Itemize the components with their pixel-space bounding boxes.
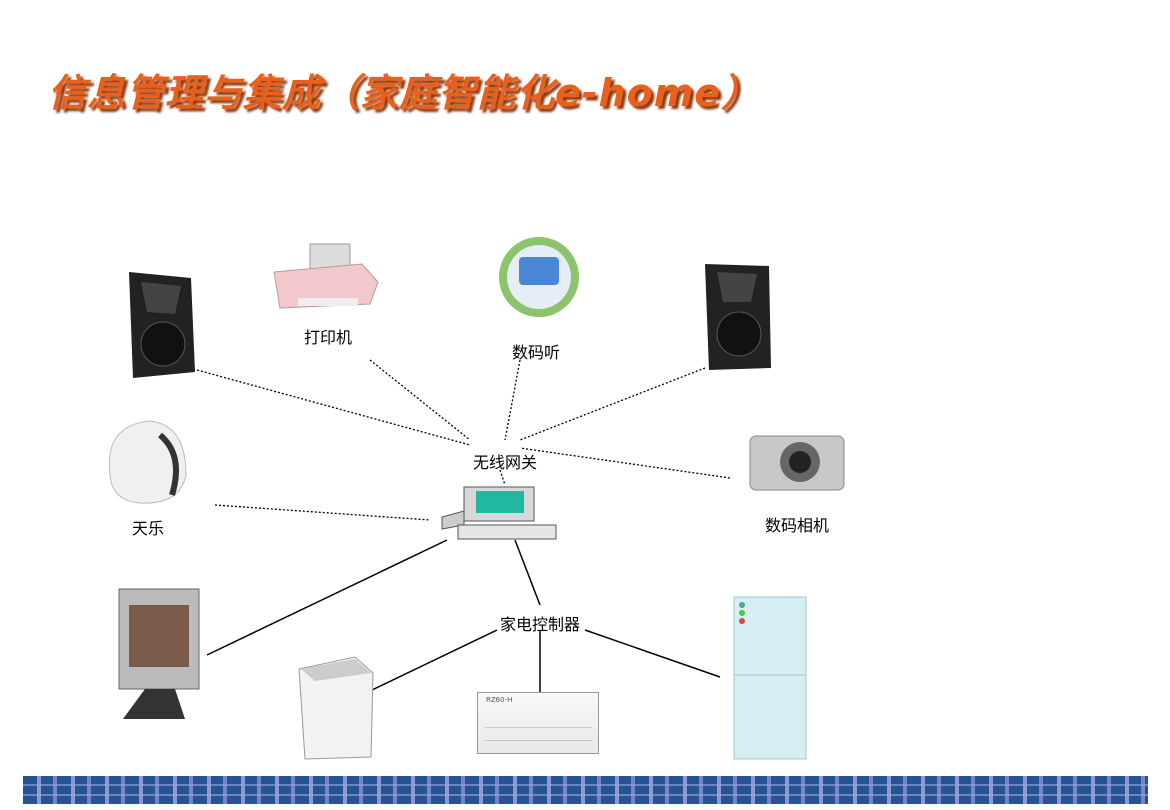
digital-audio-label: 数码听: [511, 343, 561, 362]
refrigerator-image: [733, 596, 807, 760]
camera-label: 数码相机: [764, 516, 830, 535]
printer-image: [273, 243, 379, 309]
speaker-left-image: [129, 272, 195, 378]
tianle-device-image: [108, 420, 187, 504]
controller-label: 家电控制器: [499, 615, 581, 634]
digital-camera-image: [749, 435, 845, 491]
gateway-computer-image: [441, 486, 557, 540]
washing-machine-image: [298, 656, 374, 760]
tianle-label: 天乐: [131, 519, 165, 538]
air-conditioner-image: RZ60-H: [477, 692, 599, 754]
circuit-banner: [23, 776, 1148, 804]
speaker-right-image: [705, 264, 771, 370]
gateway-label: 无线网关: [472, 453, 538, 472]
video-terminal-image: [118, 588, 200, 719]
slide-title: 信息管理与集成（家庭智能化e-home）: [48, 71, 761, 115]
printer-label: 打印机: [303, 328, 353, 347]
digital-audio-player-image: [499, 237, 579, 317]
ac-model-label: RZ60-H: [486, 696, 513, 704]
